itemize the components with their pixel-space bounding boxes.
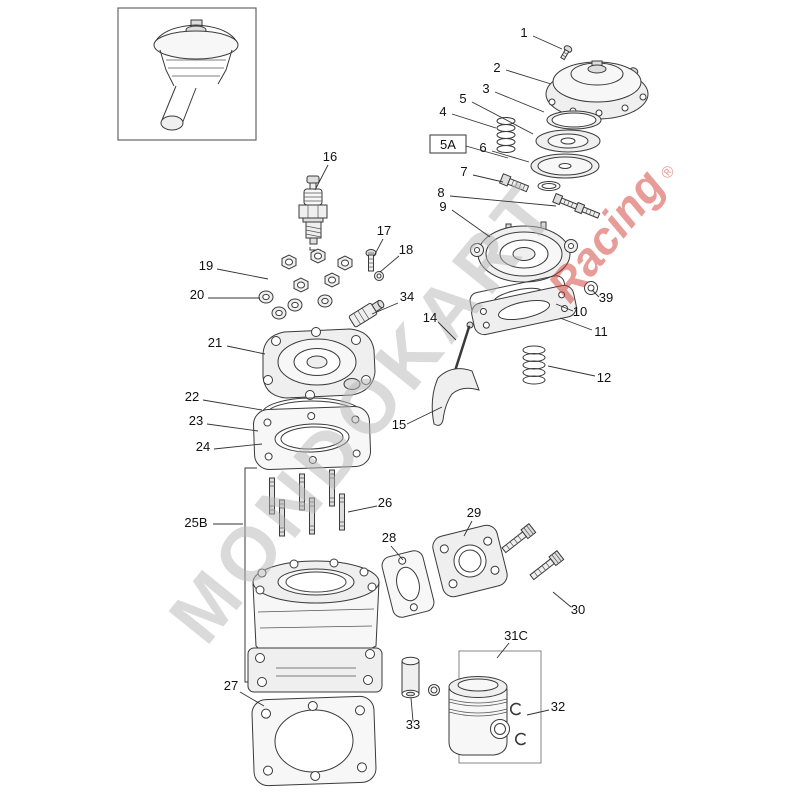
callout-label-30: 30	[571, 602, 585, 617]
callout-label-33: 33	[406, 717, 420, 732]
callout-label-22: 22	[185, 389, 199, 404]
callout-label-18: 18	[399, 242, 413, 257]
part-23-24-head-gasket	[253, 406, 371, 470]
part-15-valve-blade	[431, 368, 480, 426]
part-7-bolt	[498, 173, 530, 193]
callout-label-15: 15	[392, 417, 406, 432]
callout-label-25b: 25B	[184, 515, 207, 530]
part-31c-piston	[448, 676, 510, 756]
part-9-head-insert	[470, 221, 578, 283]
part-39-oring	[584, 281, 598, 295]
callout-label-5: 5	[459, 91, 466, 106]
part-32-circlips	[509, 702, 527, 746]
part-12-spring	[522, 345, 546, 385]
part-20-washers	[258, 290, 333, 320]
part-17-screw	[365, 249, 377, 272]
part-30-bolts	[501, 523, 565, 581]
callout-label-1: 1	[520, 25, 527, 40]
part-26-studs	[269, 469, 345, 537]
callout-label-39: 39	[599, 290, 613, 305]
callout-label-10: 10	[573, 304, 587, 319]
part-18-washer	[374, 271, 384, 281]
part-8-bolts	[552, 192, 601, 219]
callout-label-17: 17	[377, 223, 391, 238]
callout-label-3: 3	[482, 81, 489, 96]
callout-label-2: 2	[493, 60, 500, 75]
small-oring	[537, 181, 561, 191]
callout-label-28: 28	[382, 530, 396, 545]
callout-label-31c: 31C	[504, 628, 528, 643]
part-3-ring	[546, 110, 602, 130]
part-29-exhaust-flange	[432, 524, 508, 598]
part-5-dished-washer	[535, 129, 601, 153]
part-6-diaphragm	[530, 153, 600, 179]
part-28-exhaust-gasket	[381, 550, 435, 618]
callout-label-4: 4	[439, 104, 446, 119]
callout-label-23: 23	[189, 413, 203, 428]
part-27-base-gasket	[251, 695, 377, 787]
callout-label-9: 9	[439, 199, 446, 214]
callout-label-7: 7	[460, 164, 467, 179]
callout-box-5a	[429, 134, 467, 154]
callout-label-12: 12	[597, 370, 611, 385]
part-21-cylinder-head	[262, 327, 376, 400]
inset-assembled-view	[117, 7, 257, 141]
callout-label-20: 20	[190, 287, 204, 302]
callout-label-32: 32	[551, 699, 565, 714]
callout-label-5a: 5A	[440, 137, 456, 152]
part-4-spring	[496, 117, 516, 153]
part-33-piston-pin	[401, 656, 440, 699]
part-16-spark-plug	[298, 175, 328, 251]
cylinder-body	[247, 558, 383, 693]
part-19-nuts	[281, 248, 353, 293]
part-2-head-cover	[545, 60, 649, 120]
callout-label-27: 27	[224, 678, 238, 693]
callout-label-19: 19	[199, 258, 213, 273]
watermark-registered-icon: ®	[658, 162, 679, 182]
callout-label-16: 16	[323, 149, 337, 164]
callout-label-14: 14	[423, 310, 437, 325]
part-11-plate	[471, 284, 577, 336]
callout-label-29: 29	[467, 505, 481, 520]
callout-label-11: 11	[594, 324, 608, 339]
callout-label-34: 34	[400, 289, 414, 304]
callout-label-26: 26	[378, 495, 392, 510]
callout-label-6: 6	[479, 140, 486, 155]
callout-label-21: 21	[208, 335, 222, 350]
part-34-fitting	[348, 299, 385, 328]
callout-labels: 1 2 3 5 4 5A 6 7 8 9 39 10 11 12 14 15 1…	[184, 25, 613, 732]
callout-label-24: 24	[196, 439, 210, 454]
leader-lines	[202, 35, 600, 722]
callout-label-8: 8	[437, 185, 444, 200]
